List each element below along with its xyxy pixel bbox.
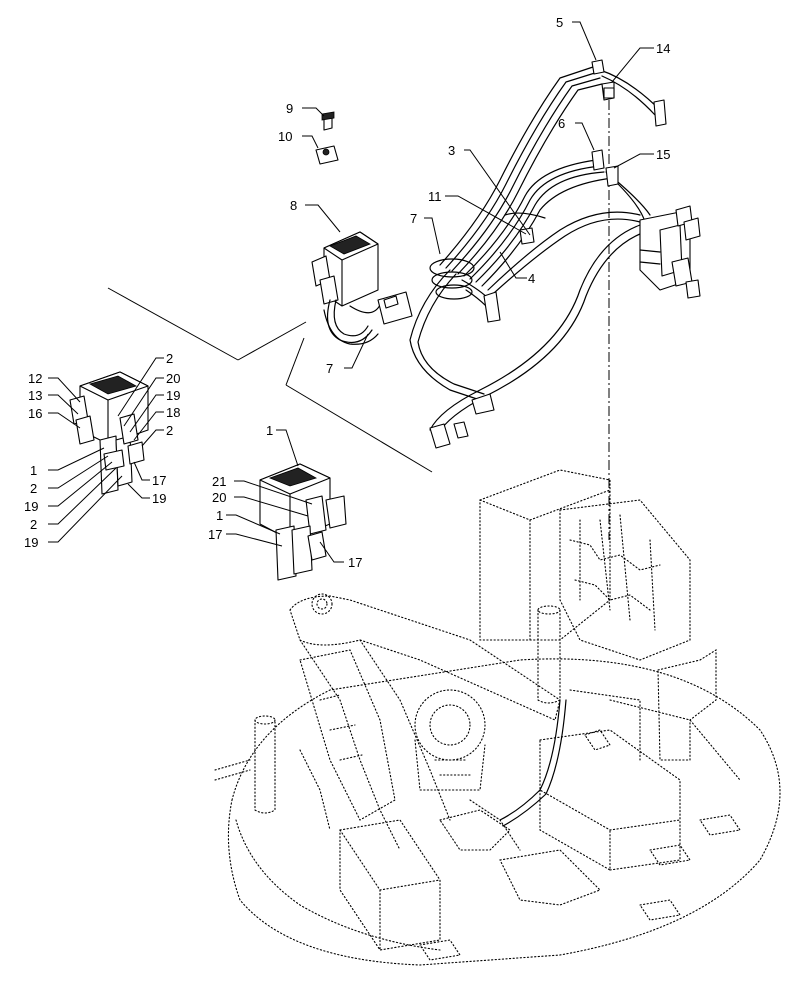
callout-8: 8 xyxy=(290,198,297,213)
top-fittings xyxy=(591,59,667,187)
callout-10: 10 xyxy=(278,129,292,144)
callout-19-left-a: 19 xyxy=(24,499,38,514)
leader-lines xyxy=(48,21,654,563)
guide-line-left xyxy=(237,321,307,361)
callout-11: 11 xyxy=(428,189,442,204)
callout-7-lower: 7 xyxy=(326,361,333,376)
callout-15: 15 xyxy=(656,147,670,162)
frame-hose-inner xyxy=(502,699,567,827)
lower-hose-fittings xyxy=(429,291,501,449)
callout-1-center: 1 xyxy=(216,508,223,523)
callouts: 5 14 9 10 6 3 15 11 8 7 4 7 2 12 20 13 1… xyxy=(24,15,670,570)
bolt-and-clamp xyxy=(315,111,339,165)
callout-16: 16 xyxy=(28,406,42,421)
callout-2-left-a: 2 xyxy=(30,481,37,496)
callout-5: 5 xyxy=(556,15,563,30)
callout-6: 6 xyxy=(558,116,565,131)
callout-3: 3 xyxy=(448,143,455,158)
callout-17-center-left: 17 xyxy=(208,527,222,542)
callout-13: 13 xyxy=(28,388,42,403)
callout-2-left-b: 2 xyxy=(30,517,37,532)
guide-line-lower xyxy=(285,384,433,473)
callout-17-center-right: 17 xyxy=(348,555,362,570)
callout-17-left: 17 xyxy=(152,473,166,488)
callout-12: 12 xyxy=(28,371,42,386)
upperstructure-frame xyxy=(214,469,781,966)
callout-20-left: 20 xyxy=(166,371,180,386)
callout-19-left-b: 19 xyxy=(24,535,38,550)
left-valve-detail xyxy=(69,371,149,495)
callout-9: 9 xyxy=(286,101,293,116)
callout-19-left-top: 19 xyxy=(166,388,180,403)
callout-1-left: 1 xyxy=(30,463,37,478)
control-valve xyxy=(639,205,701,299)
guide-line-upper xyxy=(107,287,239,361)
callout-14: 14 xyxy=(656,41,670,56)
callout-20-center: 20 xyxy=(212,490,226,505)
callout-2-left-mid: 2 xyxy=(166,423,173,438)
hose-bundle xyxy=(409,65,661,435)
center-valve-detail xyxy=(259,463,347,581)
callout-4: 4 xyxy=(528,271,535,286)
guide-line-connector xyxy=(285,337,305,386)
callout-1-center-top: 1 xyxy=(266,423,273,438)
callout-18: 18 xyxy=(166,405,180,420)
callout-19-left-right: 19 xyxy=(152,491,166,506)
pilot-valve-assembly xyxy=(311,231,413,345)
callout-7-upper: 7 xyxy=(410,211,417,226)
callout-2-left-top: 2 xyxy=(166,351,173,366)
frame-hose xyxy=(499,699,561,821)
callout-21: 21 xyxy=(212,474,226,489)
